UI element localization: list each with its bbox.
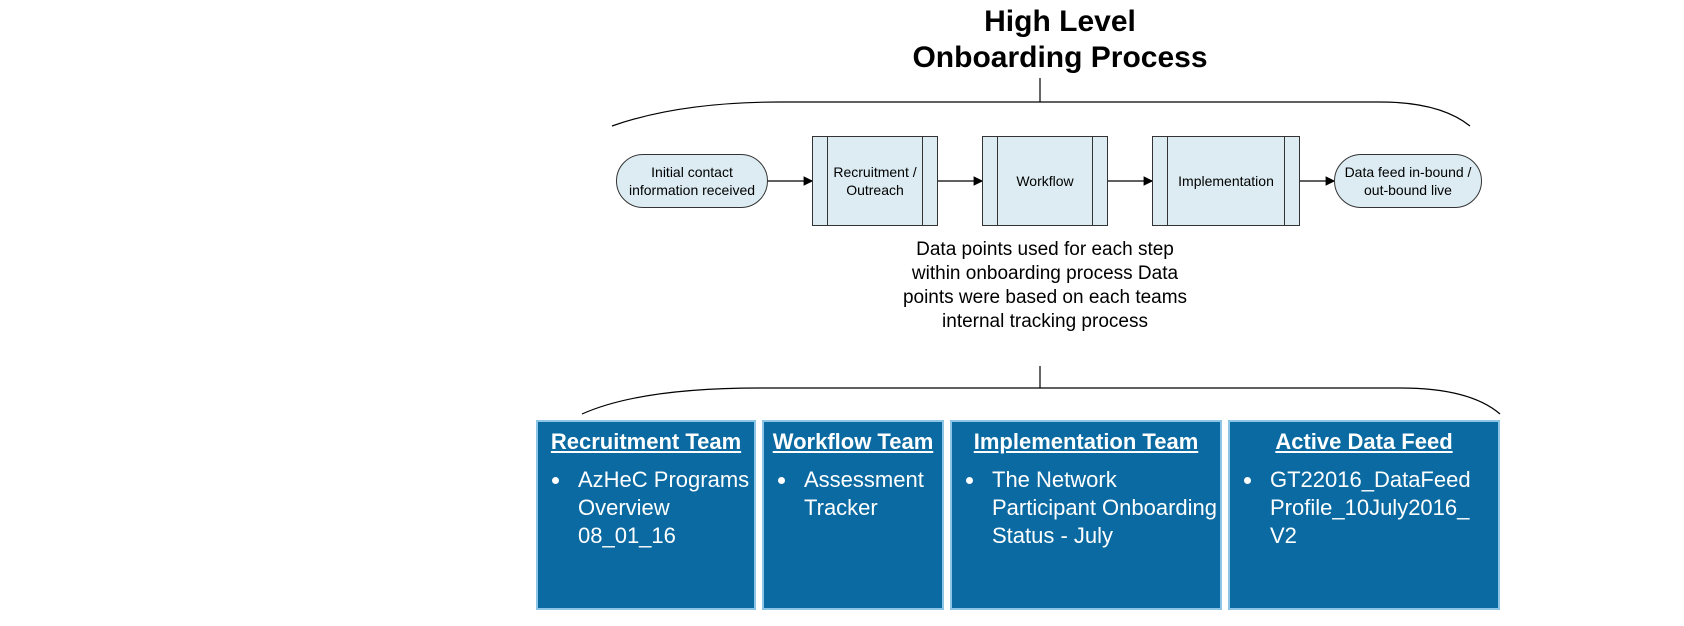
process-recruitment: Recruitment / Outreach [812,136,938,226]
team-box-workflow: Workflow Team Assessment Tracker [762,420,944,610]
data-points-note: Data points used for each step within on… [902,239,1188,332]
bottom-brace [581,387,1501,415]
end-terminal-label: Data feed in-bound / out-bound live [1344,164,1472,198]
team-item: Assessment Tracker [798,466,942,522]
process-implementation: Implementation [1152,136,1300,226]
team-item: AzHeC Programs Overview 08_01_16 [572,466,754,550]
team-heading: Active Data Feed [1275,429,1453,454]
end-terminal: Data feed in-bound / out-bound live [1334,154,1482,208]
team-box-recruitment: Recruitment Team AzHeC Programs Overview… [536,420,756,610]
team-box-implementation: Implementation Team The Network Particip… [950,420,1222,610]
title-line-2: Onboarding Process [912,41,1208,74]
process-workflow: Workflow [982,136,1108,226]
process-recruitment-label: Recruitment / Outreach [833,164,917,198]
team-box-data-feed: Active Data Feed GT22016_DataFeed Profil… [1228,420,1500,610]
diagram-title: High Level Onboarding Process [890,4,1230,76]
start-terminal-label: Initial contact information received [628,164,756,198]
team-heading: Workflow Team [772,429,934,454]
team-item: GT22016_DataFeed Profile_10July2016_ V2 [1264,466,1498,550]
team-heading: Recruitment Team [550,429,742,454]
title-line-1: High Level [984,5,1136,38]
process-implementation-label: Implementation [1178,173,1274,189]
start-terminal: Initial contact information received [616,154,768,208]
process-workflow-label: Workflow [1016,173,1074,189]
top-brace [611,101,1471,127]
team-heading: Implementation Team [973,429,1199,454]
team-item: The Network Participant Onboarding Statu… [986,466,1220,550]
